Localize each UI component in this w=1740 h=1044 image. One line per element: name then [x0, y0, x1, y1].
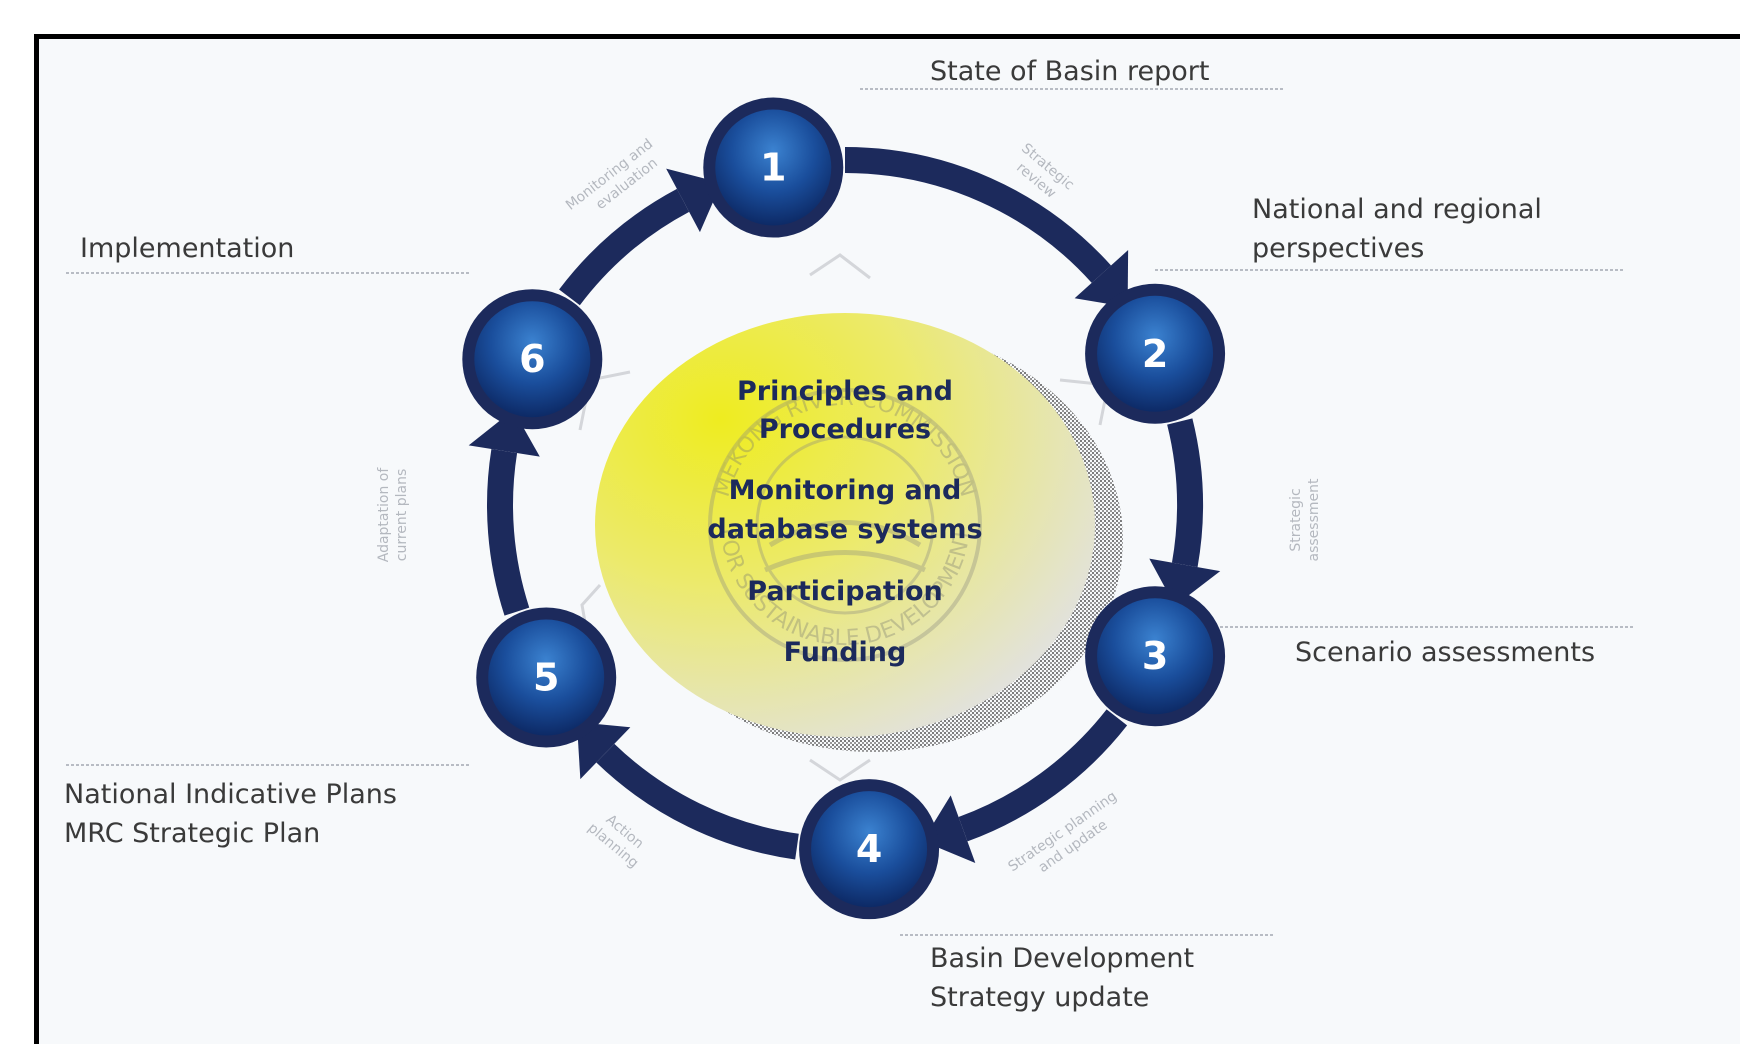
arc-label-adaptation-line1: Adaptation of: [376, 467, 392, 563]
arc-label-adaptation-line2: current plans: [394, 469, 410, 561]
ring-arrowhead-1: [1074, 250, 1129, 308]
arc-label-assessment-line1: Strategic: [1288, 488, 1304, 551]
center-disc: [595, 313, 1095, 737]
stage-number-4: 4: [856, 827, 882, 871]
stage-badge-fill-2: [1097, 295, 1214, 412]
stage-badge-1: 1: [703, 97, 844, 238]
arc-label-assessment-line2: assessment: [1306, 478, 1322, 561]
stage-labels: State of Basin report National and regio…: [64, 56, 1595, 1013]
ring-arc-2: [1167, 418, 1203, 568]
stage-number-2: 2: [1142, 332, 1168, 376]
stage-badge-4: 4: [799, 779, 940, 920]
ring-arc-3: [958, 709, 1128, 842]
ring-arc-1: [844, 147, 1112, 283]
cycle-ring: [468, 147, 1221, 864]
center-item-monitoring-line1: Monitoring and: [729, 475, 962, 506]
stage-number-3: 3: [1142, 634, 1168, 678]
stage-4-label-line2: Strategy update: [930, 982, 1149, 1013]
center-item-monitoring-line2: database systems: [707, 514, 982, 545]
stage-badge-2: 2: [1085, 283, 1226, 424]
stage-badges: 1 2 3 4 5 6: [462, 97, 1226, 920]
ring-arrowhead-2: [1149, 558, 1221, 606]
center-items: Principles and Procedures Monitoring and…: [707, 376, 982, 668]
stage-3-label: Scenario assessments: [1295, 637, 1595, 668]
stage-badge-3: 3: [1085, 586, 1226, 727]
stage-2-label-line2: perspectives: [1252, 233, 1424, 264]
stage-number-5: 5: [533, 656, 559, 700]
ring-arrowhead-4: [576, 722, 631, 780]
stage-badge-5: 5: [476, 607, 617, 748]
ring-arc-6: [559, 188, 690, 306]
ring-arc-4: [596, 743, 799, 860]
stage-badge-fill-6: [474, 301, 591, 418]
stage-badge-6: 6: [462, 289, 603, 430]
stage-number-6: 6: [519, 337, 545, 381]
stage-6-label: Implementation: [80, 233, 294, 264]
center-item-funding: Funding: [784, 637, 907, 668]
stage-number-1: 1: [760, 146, 786, 190]
ring-arrowhead-5: [468, 409, 540, 457]
stage-5-label-line2: MRC Strategic Plan: [64, 818, 320, 849]
center-item-principles-line2: Procedures: [759, 414, 931, 445]
stage-badge-fill-1: [715, 109, 832, 226]
stage-1-label: State of Basin report: [930, 56, 1209, 87]
stage-badge-fill-4: [811, 791, 928, 908]
leader-lines: [66, 88, 1635, 936]
center-item-principles-line1: Principles and: [737, 376, 953, 407]
stage-2-label-line1: National and regional: [1252, 194, 1542, 225]
stage-badge-fill-3: [1097, 598, 1214, 715]
stage-4-label-line1: Basin Development: [930, 943, 1194, 974]
center-item-participation: Participation: [747, 576, 943, 607]
stage-badge-fill-5: [488, 619, 605, 736]
stage-5-label-line1: National Indicative Plans: [64, 779, 397, 810]
ring-arc-5: [487, 448, 530, 616]
